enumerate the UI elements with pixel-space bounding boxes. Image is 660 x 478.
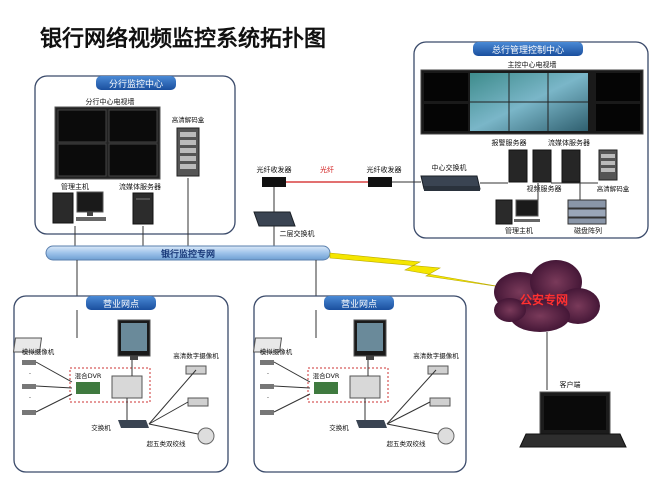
dots-separator: · — [267, 370, 269, 378]
analog-camera-icon — [260, 360, 274, 365]
outlet-2: 营业网点 模拟摄像机 · · 混合DVR 高清数字摄像机 交换机 超五类双绞线 — [252, 295, 467, 473]
hq-video-server-label: 视频服务器 — [527, 184, 562, 193]
hq-disk-array-label: 磁盘阵列 — [574, 226, 602, 235]
branch-monitoring-center: 分行监控中心 分行中心电视墙 高清解码盒 管理主机 — [34, 75, 236, 246]
hq-video-wall-label: 主控中心电视墙 — [508, 60, 557, 69]
hq-streaming-server — [561, 149, 581, 183]
outlet-1-encoder — [12, 337, 43, 353]
lightning-bolt-icon — [329, 252, 509, 289]
analog-camera-icon — [22, 410, 36, 415]
dome-camera-icon — [197, 427, 215, 445]
dots-separator: · — [29, 370, 31, 378]
client-label: 客户端 — [560, 380, 581, 389]
dome-camera-icon — [437, 427, 455, 445]
outlet-1-dvr-card — [76, 382, 100, 394]
outlet-2-hd-cam-label: 高清数字摄像机 — [413, 351, 459, 360]
client-laptop-icon — [519, 391, 627, 448]
outlet-2-header — [324, 296, 394, 310]
bus-label: 银行监控专网 — [161, 248, 215, 260]
analog-camera-icon — [260, 410, 274, 415]
outlet-1-header — [86, 296, 156, 310]
hq-streaming-server-label: 流媒体服务器 — [548, 138, 590, 147]
hd-camera-icon — [429, 397, 451, 407]
hq-admin-host-label: 管理主机 — [505, 226, 533, 235]
hd-camera-icon — [187, 397, 209, 407]
outlet-1-cable-label: 超五类双绞线 — [147, 439, 187, 448]
outlet-2-encoder — [252, 337, 283, 353]
branch-video-wall-label: 分行中心电视墙 — [86, 97, 135, 106]
outlet-2-dvr-card — [314, 382, 338, 394]
hq-center-header-label: 总行管理控制中心 — [492, 44, 564, 56]
outlet-1-hybrid-dvr-label: 混合DVR — [75, 371, 102, 380]
hq-central-switch — [420, 175, 481, 191]
hq-disk-array — [567, 199, 607, 225]
branch-streaming-server-label: 流媒体服务器 — [119, 182, 161, 191]
outlet-2-switch-label: 交换机 — [329, 423, 349, 432]
hd-camera-icon — [427, 365, 449, 375]
outlet-2-analog-cam-label: 模拟摄像机 — [260, 347, 293, 356]
bank-monitoring-network-bus: 银行监控专网 — [45, 245, 331, 261]
outlet-2-hybrid-dvr-label: 混合DVR — [313, 371, 340, 380]
outlet-1-switch-label: 交换机 — [91, 423, 111, 432]
branch-streaming-server — [132, 192, 154, 225]
fiber-label: 光纤 — [320, 165, 334, 174]
branch-hd-decoder-label: 高清解码盒 — [172, 115, 205, 124]
hq-admin-host — [495, 199, 540, 225]
diagram-title: 银行网络视频监控系统拓扑图 — [40, 26, 326, 52]
outlet-1-hd-cam-label: 高清数字摄像机 — [173, 351, 219, 360]
hq-hd-decoder-label: 高清解码盒 — [597, 184, 630, 193]
branch-center-header — [96, 76, 176, 90]
dots-separator: · — [267, 394, 269, 402]
police-network-cloud: 公安专网 — [494, 260, 600, 332]
branch-admin-host-label: 管理主机 — [61, 182, 89, 191]
outlet-2-dvr-outline — [307, 367, 389, 403]
dots-separator: · — [29, 394, 31, 402]
outlet-2-cable-label: 超五类双绞线 — [387, 439, 427, 448]
branch-hd-decoder — [176, 127, 200, 177]
branch-center-header-label: 分行监控中心 — [109, 78, 163, 90]
transceiver-left-label: 光纤收发器 — [257, 165, 292, 174]
police-cloud-label: 公安专网 — [520, 292, 568, 307]
outlet-1-dvr-outline — [69, 367, 151, 403]
fiber-link: 光纤收发器 光纤 光纤收发器 二层交换机 — [253, 165, 421, 246]
outlet-1-analog-cam-label: 模拟摄像机 — [22, 347, 55, 356]
hq-alarm-server — [508, 149, 552, 183]
branch-video-wall — [54, 106, 161, 180]
outlet-1: 营业网点 模拟摄像机 · · 混合DVR 高清数字摄像机 交换机 超五类双绞线 — [12, 295, 229, 473]
analog-camera-icon — [22, 384, 36, 389]
hq-video-wall — [420, 69, 644, 135]
analog-camera-icon — [260, 384, 274, 389]
hq-central-switch-label: 中心交换机 — [432, 163, 467, 172]
hq-center-header — [473, 42, 583, 56]
outlet-1-dvr — [111, 375, 143, 399]
analog-camera-icon — [22, 360, 36, 365]
outlet-2-switch — [356, 420, 387, 428]
hq-hd-decoder — [598, 149, 618, 181]
outlet-2-dvr — [349, 375, 381, 399]
hq-alarm-server-label: 报警服务器 — [492, 138, 527, 147]
outlet-2-header-label: 营业网点 — [341, 298, 377, 310]
l2-switch — [253, 211, 296, 227]
outlet-1-header-label: 营业网点 — [103, 298, 139, 310]
transceiver-right — [368, 177, 392, 187]
transceiver-right-label: 光纤收发器 — [367, 165, 402, 174]
transceiver-left — [262, 177, 286, 187]
branch-admin-host — [52, 191, 106, 224]
outlet-1-switch — [118, 420, 149, 428]
hq-management-center: 总行管理控制中心 主控中心电视墙 中心交换机 报警服务器 流媒体服务器 视频服 — [413, 41, 649, 239]
l2-switch-label: 二层交换机 — [280, 229, 315, 238]
outlet-2-monitor — [353, 319, 387, 360]
outlet-1-monitor — [117, 319, 151, 360]
